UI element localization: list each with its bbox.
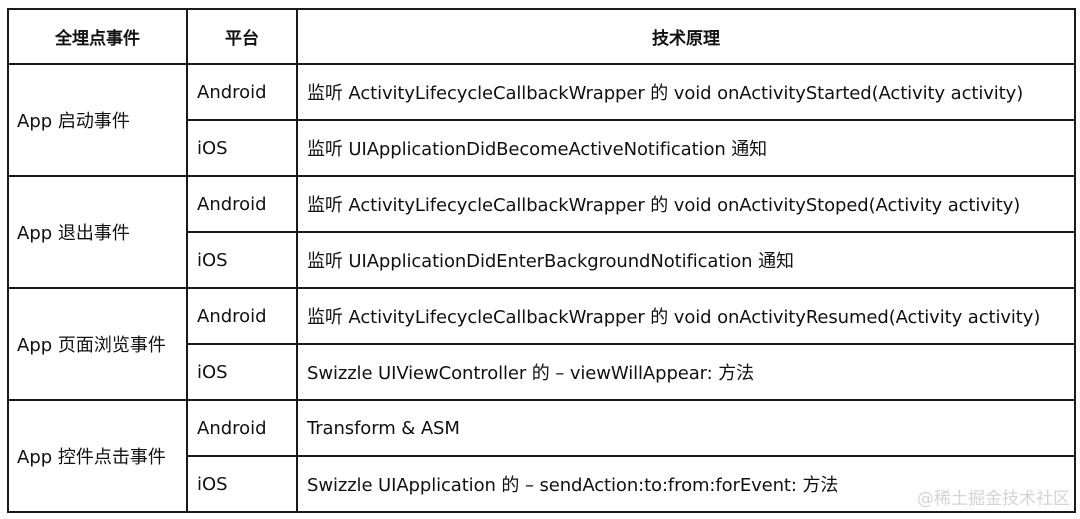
table-row: App 控件点击事件 Android Transform & ASM (7, 399, 1076, 513)
table-row: iOS Swizzle UIApplication 的 – sendAction… (8, 455, 1076, 513)
principle-cell: 监听 UIApplicationDidBecomeActiveNotificat… (296, 119, 1076, 177)
principle-cell: 监听 ActivityLifecycleCallbackWrapper 的 vo… (296, 287, 1076, 345)
table-header-row: 全埋点事件 平台 技术原理 (7, 8, 1076, 65)
header-event: 全埋点事件 (7, 8, 188, 65)
event-tracking-table: 全埋点事件 平台 技术原理 App 启动事件 Android 监听 Activi… (7, 8, 1076, 513)
platform-cell: Android (186, 63, 298, 121)
platform-cell: Android (186, 175, 298, 233)
principle-cell: 监听 ActivityLifecycleCallbackWrapper 的 vo… (296, 175, 1076, 233)
watermark: @稀土掘金技术社区 (917, 489, 1070, 509)
platform-cell: Android (186, 399, 298, 457)
platform-cell: iOS (186, 119, 298, 177)
platform-cell: iOS (186, 455, 298, 513)
header-principle: 技术原理 (296, 8, 1076, 65)
event-cell: App 退出事件 (7, 175, 188, 289)
principle-cell: 监听 ActivityLifecycleCallbackWrapper 的 vo… (296, 63, 1076, 121)
principle-cell: Swizzle UIViewController 的 – viewWillApp… (296, 343, 1076, 401)
event-cell: App 控件点击事件 (7, 399, 188, 513)
platform-cell: iOS (186, 231, 298, 289)
table-row: iOS 监听 UIApplicationDidBecomeActiveNotif… (8, 119, 1076, 177)
event-cell: App 启动事件 (7, 63, 188, 177)
table-row: iOS Swizzle UIViewController 的 – viewWil… (8, 343, 1076, 401)
table-row: iOS 监听 UIApplicationDidEnterBackgroundNo… (8, 231, 1076, 289)
principle-cell: 监听 UIApplicationDidEnterBackgroundNotifi… (296, 231, 1076, 289)
platform-cell: iOS (186, 343, 298, 401)
table-row: App 启动事件 Android 监听 ActivityLifecycleCal… (7, 63, 1076, 177)
table-row: App 页面浏览事件 Android 监听 ActivityLifecycleC… (7, 287, 1076, 401)
event-cell: App 页面浏览事件 (7, 287, 188, 401)
principle-cell: Swizzle UIApplication 的 – sendAction:to:… (296, 455, 1076, 513)
principle-cell: Transform & ASM (296, 399, 1076, 457)
table-row: App 退出事件 Android 监听 ActivityLifecycleCal… (7, 175, 1076, 289)
header-platform: 平台 (186, 8, 298, 65)
platform-cell: Android (186, 287, 298, 345)
